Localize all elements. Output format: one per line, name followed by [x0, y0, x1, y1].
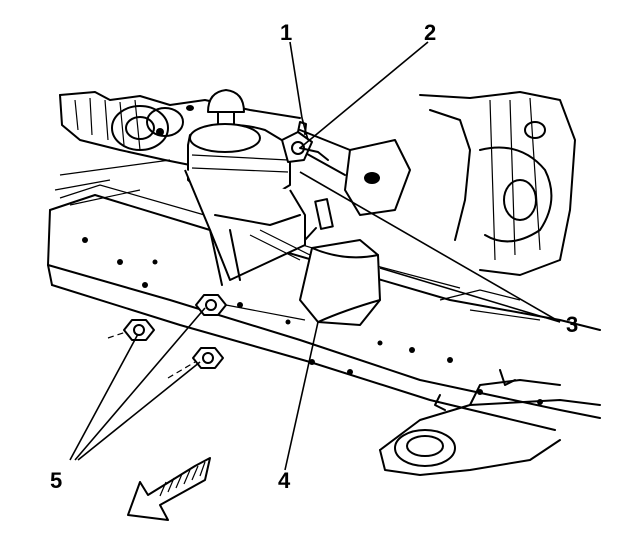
- mounting-nuts: [107, 294, 306, 379]
- front-direction-arrow-icon: [127, 457, 211, 521]
- callout-4: 4: [278, 468, 291, 493]
- callout-labels: 1 2 3 4 5: [50, 20, 578, 493]
- callout-5: 5: [50, 468, 62, 493]
- callout-3: 3: [566, 312, 578, 337]
- callout-1: 1: [280, 20, 292, 45]
- nut-upper: [195, 294, 227, 316]
- engine-background: [59, 91, 576, 276]
- leader-lines: [69, 41, 561, 471]
- nut-lower: [192, 347, 224, 369]
- callout-2: 2: [424, 20, 436, 45]
- crossmember-bracket: [379, 369, 601, 476]
- air-injection-pump: [184, 89, 381, 326]
- nut-left: [123, 319, 155, 341]
